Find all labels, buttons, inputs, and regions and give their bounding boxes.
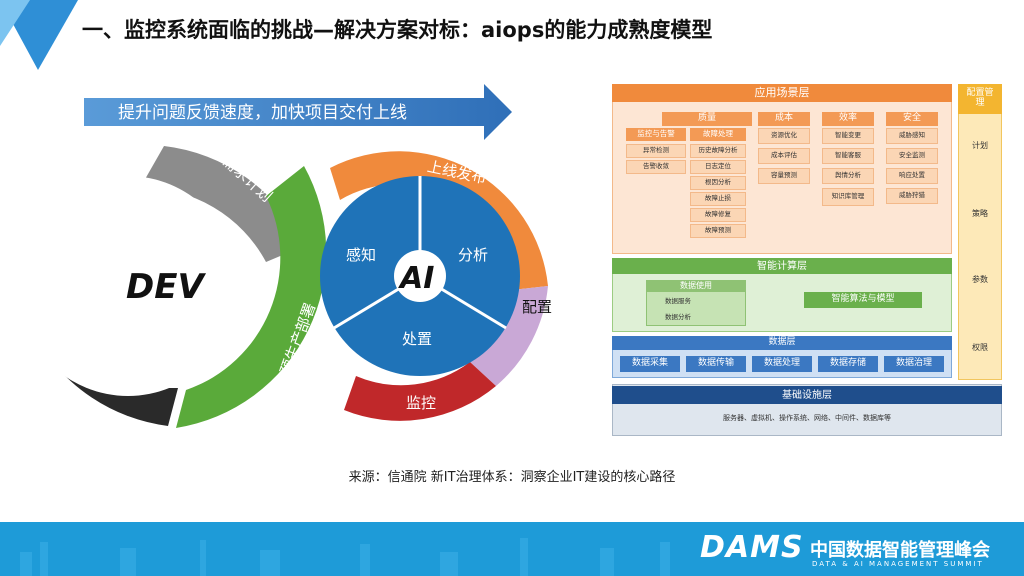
monitor-item-1: 告警收敛 (626, 160, 686, 174)
top-arrow: 提升问题反馈速度，加快项目交付上线 (84, 84, 512, 140)
security-item-0: 威胁感知 (886, 128, 938, 144)
data-item-2: 数据处理 (752, 356, 812, 372)
fault-item-5: 故障预测 (690, 224, 746, 238)
config-item-0: 计划 (958, 138, 1002, 154)
quality-title: 质量 (662, 112, 752, 126)
efficiency-item-0: 智能变更 (822, 128, 874, 144)
efficiency-item-2: 舆情分析 (822, 168, 874, 184)
data-item-4: 数据治理 (884, 356, 944, 372)
cost-title: 成本 (758, 112, 810, 126)
page-title: 一、监控系统面临的挑战—解决方案对标：aiops的能力成熟度模型 (82, 14, 712, 44)
source-caption: 来源：信通院 新IT治理体系：洞察企业IT建设的核心路径 (0, 466, 1024, 485)
security-item-2: 响应处置 (886, 168, 938, 184)
fault-item-1: 日志定位 (690, 160, 746, 174)
infra-layer-header: 基础设施层 (612, 386, 1002, 404)
monitor-title: 监控与告警 (626, 128, 686, 141)
monitor-item-0: 异常检测 (626, 144, 686, 158)
config-item-1: 策略 (958, 206, 1002, 222)
label-analyze: 分析 (458, 246, 488, 264)
fault-item-3: 故障止损 (690, 192, 746, 206)
security-title: 安全 (886, 112, 938, 126)
efficiency-item-3: 知识库管理 (822, 188, 874, 206)
label-config: 配置 (522, 298, 552, 316)
security-item-3: 威胁狩猎 (886, 188, 938, 204)
config-mgmt-header: 配置管理 (958, 84, 1002, 114)
footer-banner: DAMS 中国数据智能管理峰会 DATA & AI MANAGEMENT SUM… (0, 522, 1024, 576)
brand-sub: DATA & AI MANAGEMENT SUMMIT (812, 560, 984, 568)
data-item-0: 数据采集 (620, 356, 680, 372)
security-item-1: 安全监测 (886, 148, 938, 164)
data-item-1: 数据传输 (686, 356, 746, 372)
data-use-title: 数据使用 (646, 280, 746, 292)
label-handle: 处置 (402, 330, 432, 348)
app-layer-header: 应用场景层 (612, 84, 952, 102)
label-perceive: 感知 (346, 246, 376, 264)
cost-item-1: 成本评估 (758, 148, 810, 164)
logo-triangle-icon (0, 0, 80, 80)
config-item-2: 参数 (958, 272, 1002, 288)
brand-cn: 中国数据智能管理峰会 (810, 536, 990, 562)
aiops-architecture: 应用场景层 质量 监控与告警 异常检测 告警收敛 故障处理 历史故障分析 日志定… (612, 84, 1002, 440)
efficiency-title: 效率 (822, 112, 874, 126)
brand-logo: DAMS (700, 530, 804, 565)
fault-title: 故障处理 (690, 128, 746, 141)
fault-item-2: 根因分析 (690, 176, 746, 190)
data-layer-header: 数据层 (612, 336, 952, 350)
infra-items: 服务器、虚拟机、操作系统、网络、中间件、数据库等 (612, 410, 1002, 428)
data-item-3: 数据存储 (818, 356, 878, 372)
intel-layer-header: 智能计算层 (612, 258, 952, 274)
efficiency-item-1: 智能客服 (822, 148, 874, 164)
ai-label: AI (398, 261, 434, 296)
algo-model: 智能算法与模型 (804, 292, 922, 308)
data-use-item-0: 数据服务 (652, 296, 704, 308)
cost-item-2: 容量预测 (758, 168, 810, 184)
dev-label: DEV (126, 267, 206, 307)
fault-item-4: 故障修复 (690, 208, 746, 222)
label-monitor: 监控 (406, 394, 436, 412)
fault-item-0: 历史故障分析 (690, 144, 746, 158)
devops-cycle-diagram: 提升问题反馈速度，加快项目交付上线 AI DEV 开发构建 需求计划 预生产部署… (0, 76, 600, 456)
data-use-item-1: 数据分析 (652, 312, 704, 324)
arrow-label: 提升问题反馈速度，加快项目交付上线 (118, 103, 407, 123)
cost-item-0: 资源优化 (758, 128, 810, 144)
config-item-3: 权限 (958, 340, 1002, 356)
